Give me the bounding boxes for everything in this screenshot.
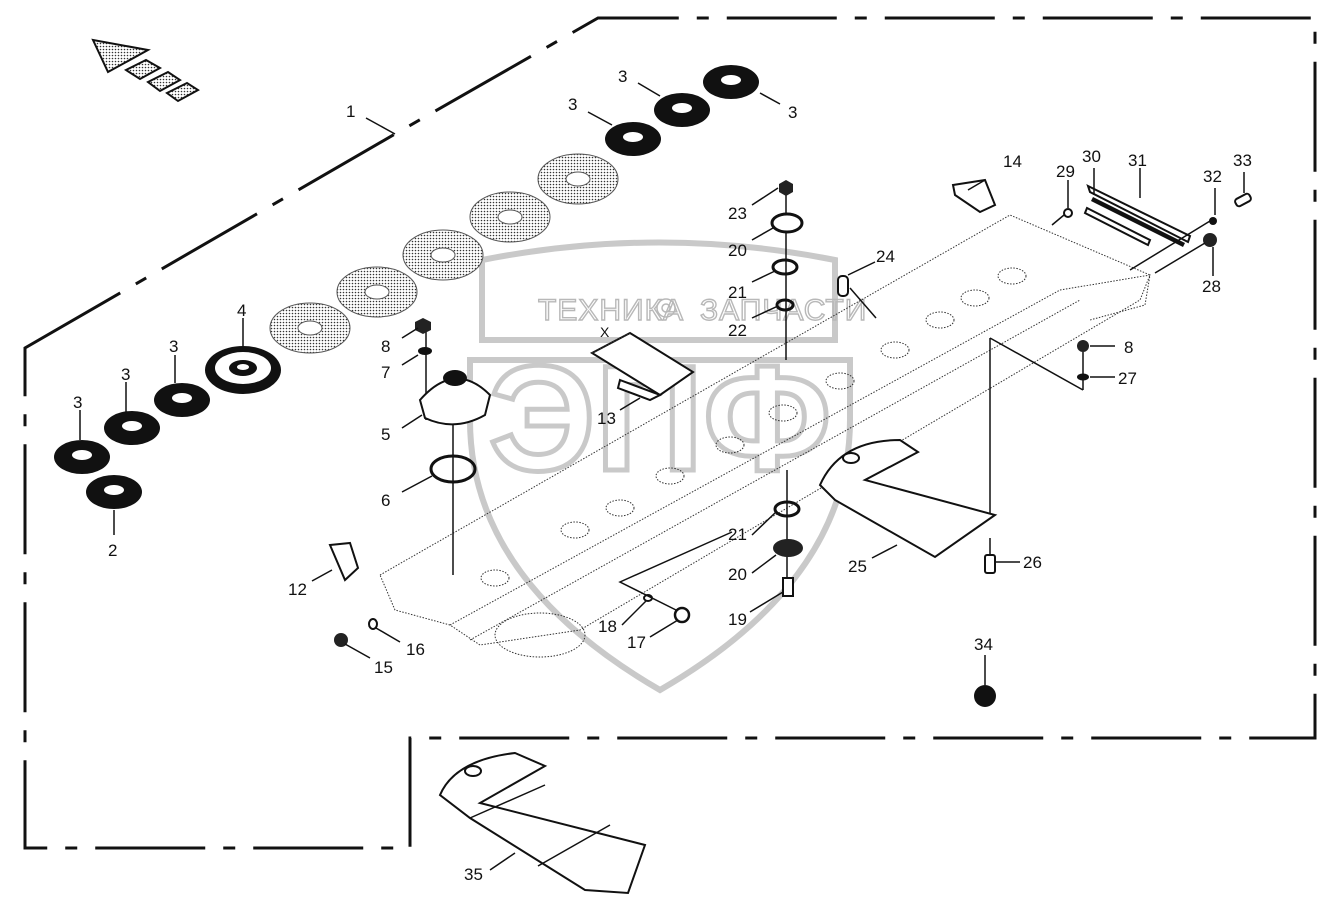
cover-plate-25 bbox=[818, 438, 998, 574]
set-screw bbox=[1063, 208, 1073, 218]
callout-5: 5 bbox=[381, 425, 390, 444]
seal-16 bbox=[368, 618, 378, 630]
callout-12: 12 bbox=[288, 580, 307, 599]
callout-15: 15 bbox=[374, 658, 393, 677]
callout-30: 30 bbox=[1082, 147, 1101, 166]
drain-plug bbox=[618, 531, 733, 624]
callout-20: 20 bbox=[728, 241, 747, 260]
hex-nut bbox=[415, 318, 431, 334]
callout-25: 25 bbox=[848, 557, 867, 576]
callout-22: 22 bbox=[728, 321, 747, 340]
callout-4: 4 bbox=[237, 301, 246, 320]
leader-lines bbox=[79, 82, 1245, 871]
callout-3: 3 bbox=[169, 337, 178, 356]
callout-34: 34 bbox=[974, 635, 993, 654]
callout-21: 21 bbox=[728, 283, 747, 302]
small-gear bbox=[54, 440, 110, 474]
callout-3: 3 bbox=[618, 67, 627, 86]
idler-gear bbox=[469, 191, 551, 243]
large-drive-gear bbox=[205, 346, 281, 394]
dimension-marker-x: X bbox=[600, 324, 610, 340]
callout-19: 19 bbox=[728, 610, 747, 629]
nut-15 bbox=[334, 633, 348, 647]
hub-shaft bbox=[443, 370, 467, 386]
small-gear bbox=[703, 65, 759, 99]
callout-3: 3 bbox=[788, 103, 797, 122]
hub-assembly bbox=[415, 318, 492, 575]
guard-bracket: X bbox=[589, 324, 695, 402]
lock-nut bbox=[1203, 233, 1217, 247]
spring-pin bbox=[837, 275, 877, 319]
cover-plate-35 bbox=[438, 751, 647, 895]
callout-23-visible: 23 bbox=[728, 204, 747, 223]
watermark-banner bbox=[479, 239, 838, 343]
bearing-seat bbox=[480, 267, 1027, 587]
small-gear bbox=[86, 475, 142, 509]
travel-direction-arrow bbox=[91, 38, 200, 103]
watermark: ТЕХНИКА ЗАПЧАСТИ ЭПФ bbox=[467, 239, 867, 694]
callout-31: 31 bbox=[1128, 151, 1147, 170]
callout-1: 1 bbox=[346, 102, 355, 121]
gear-icon bbox=[656, 298, 676, 318]
callout-3: 3 bbox=[73, 393, 82, 412]
callout-3: 3 bbox=[121, 365, 130, 384]
skid-wedge bbox=[951, 178, 997, 214]
o-ring bbox=[429, 454, 477, 484]
callout-3: 3 bbox=[568, 95, 577, 114]
callout-labels: 1 2 3 3 3 3 3 3 4 5 6 7 8 8 12 13 14 15 … bbox=[73, 67, 1252, 884]
screw bbox=[984, 554, 996, 574]
callout-27: 27 bbox=[1118, 369, 1137, 388]
callout-18: 18 bbox=[598, 617, 617, 636]
callout-16: 16 bbox=[406, 640, 425, 659]
idler-gear bbox=[269, 302, 351, 354]
callout-29: 29 bbox=[1056, 162, 1075, 181]
small-gear bbox=[104, 411, 160, 445]
callout-2: 2 bbox=[108, 541, 117, 560]
callout-8: 8 bbox=[1124, 338, 1133, 357]
idler-gear bbox=[537, 153, 619, 205]
assembly-boundary-frame bbox=[23, 16, 1317, 850]
spindle-top-stack bbox=[770, 180, 804, 360]
spindle-bottom-stack bbox=[773, 470, 803, 597]
callout-35: 35 bbox=[464, 865, 483, 884]
cutter-bar-housing bbox=[379, 214, 1151, 658]
paint-marker-34 bbox=[974, 685, 996, 707]
skid-end bbox=[328, 541, 360, 582]
idler-gear bbox=[336, 266, 418, 318]
knife-holder-parts bbox=[1051, 184, 1252, 274]
callout-7: 7 bbox=[381, 363, 390, 382]
washer bbox=[418, 347, 432, 355]
callout-33: 33 bbox=[1233, 151, 1252, 170]
gear-set bbox=[54, 65, 759, 509]
washer bbox=[1209, 217, 1217, 225]
callout-13: 13 bbox=[597, 409, 616, 428]
knife-strip bbox=[1091, 197, 1185, 247]
callout-21: 21 bbox=[728, 525, 747, 544]
callout-6: 6 bbox=[381, 491, 390, 510]
callout-26: 26 bbox=[1023, 553, 1042, 572]
callout-24: 24 bbox=[876, 247, 895, 266]
callout-28: 28 bbox=[1202, 277, 1221, 296]
nut-washer-right bbox=[989, 337, 1089, 515]
wear-strip bbox=[1083, 206, 1152, 247]
callout-32: 32 bbox=[1203, 167, 1222, 186]
small-gear bbox=[654, 93, 710, 127]
callout-8: 8 bbox=[381, 337, 390, 356]
small-gear bbox=[605, 122, 661, 156]
idler-gear bbox=[402, 229, 484, 281]
callout-20: 20 bbox=[728, 565, 747, 584]
watermark-text-left: ТЕХНИКА bbox=[538, 294, 684, 327]
small-gear bbox=[154, 383, 210, 417]
drive-hub bbox=[418, 377, 492, 426]
knife-holder bbox=[1086, 184, 1192, 244]
bolt bbox=[1234, 192, 1252, 208]
callout-14: 14 bbox=[1003, 152, 1022, 171]
callout-17: 17 bbox=[627, 633, 646, 652]
